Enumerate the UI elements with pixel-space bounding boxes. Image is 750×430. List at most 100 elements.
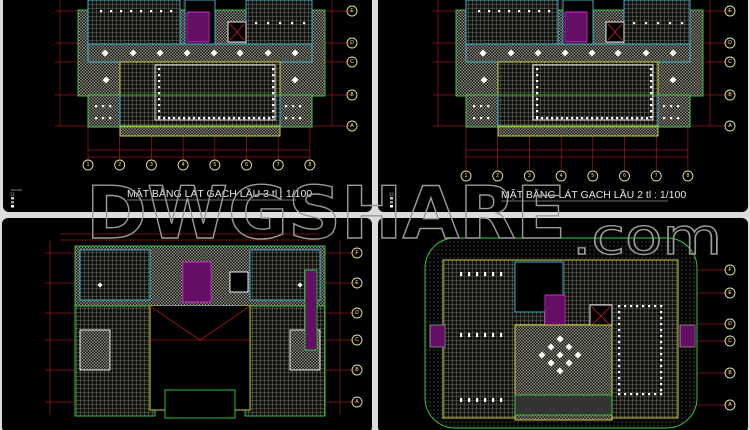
tile-motif — [285, 117, 288, 120]
tile-motif — [618, 353, 621, 356]
plan-region — [154, 64, 276, 121]
tile-motif — [203, 117, 206, 120]
tile-motif — [536, 92, 539, 95]
tile-motif — [170, 10, 173, 13]
tile-motif — [663, 117, 666, 120]
tile-motif — [492, 333, 495, 337]
tile-motif — [488, 10, 491, 13]
plan-region — [164, 389, 236, 419]
drawing-title-floor2: MẶT BẰNG LÁT GẠCH LẦU 2 tl : 1/100 — [501, 188, 686, 201]
plan-region — [465, 94, 691, 128]
tile-motif — [618, 383, 621, 386]
axis-bubble: A — [346, 120, 358, 132]
tile-motif — [648, 393, 651, 396]
tile-motif — [556, 117, 559, 120]
tile-motif — [556, 351, 564, 359]
tile-motif — [130, 10, 133, 13]
tile-motif — [681, 22, 684, 25]
tile-motif — [110, 10, 113, 13]
tile-motif — [547, 359, 555, 367]
tile-motif — [272, 116, 275, 119]
tile-motif — [248, 117, 251, 120]
tile-motif — [258, 117, 261, 120]
tile-motif — [468, 398, 471, 402]
svg-text:E: E — [728, 290, 732, 296]
tile-motif — [263, 117, 266, 120]
tile-motif — [534, 49, 542, 57]
tile-motif — [183, 117, 186, 120]
axis-bubble: 2 — [492, 170, 504, 182]
tile-motif — [642, 305, 645, 308]
svg-text:7: 7 — [277, 162, 280, 168]
tile-motif — [538, 351, 546, 359]
svg-text:A: A — [355, 399, 359, 405]
tile-motif — [646, 117, 649, 120]
tile-motif — [657, 22, 660, 25]
tile-motif — [473, 105, 476, 108]
tile-motif — [484, 333, 487, 337]
tile-motif — [650, 116, 653, 119]
tile-motif — [183, 49, 191, 57]
tile-motif — [611, 117, 614, 120]
tile-motif — [518, 10, 521, 13]
tile-motif — [624, 305, 627, 308]
tile-motif — [500, 398, 503, 402]
tile-motif — [616, 117, 619, 120]
legend-tr: GHI CHÚ: — [389, 192, 394, 208]
axis-bubble: 1 — [82, 159, 94, 171]
tile-motif — [536, 74, 539, 77]
tile-motif — [500, 272, 503, 276]
tile-motif — [660, 329, 663, 332]
svg-text:4: 4 — [560, 173, 563, 179]
tile-motif — [188, 117, 191, 120]
axis-bubble: 7 — [272, 159, 284, 171]
tile-motif — [272, 98, 275, 101]
tile-motif — [243, 117, 246, 120]
tile-motif — [618, 311, 621, 314]
tile-motif — [158, 68, 161, 71]
axis-bubble: A — [724, 399, 736, 411]
axis-bubble: 6 — [619, 170, 630, 182]
tile-motif — [618, 365, 621, 368]
svg-text:A: A — [350, 123, 354, 129]
svg-text:F: F — [355, 250, 358, 256]
tile-motif — [536, 110, 539, 113]
svg-text:B: B — [728, 370, 732, 376]
tile-motif — [178, 117, 181, 120]
svg-text:DWGSHARE: DWGSHARE — [86, 171, 566, 255]
tile-motif — [507, 49, 515, 57]
tile-motif — [95, 117, 98, 120]
tile-motif — [233, 117, 236, 120]
plan-region — [657, 94, 691, 128]
svg-text:C: C — [355, 337, 359, 343]
plan-region — [465, 94, 499, 128]
axis-bubble: E — [346, 5, 358, 17]
tile-motif — [158, 104, 161, 107]
axis-bubble: C — [724, 56, 736, 68]
tile-motif — [606, 117, 609, 120]
tile-motif — [618, 335, 621, 338]
tile-motif — [536, 80, 539, 83]
plan-region — [532, 64, 654, 121]
tile-motif — [660, 305, 663, 308]
tile-motif — [546, 117, 549, 120]
axis-bubble: A — [724, 120, 736, 132]
tile-motif — [624, 393, 627, 396]
plan-region — [497, 125, 659, 137]
tile-motif — [574, 351, 582, 359]
svg-text:2: 2 — [496, 173, 499, 179]
tile-motif — [158, 86, 161, 89]
tile-motif — [492, 398, 495, 402]
tile-motif — [492, 272, 495, 276]
axis-bubble: B — [351, 364, 363, 376]
plan-region — [87, 0, 181, 45]
plan-region — [514, 394, 613, 416]
tile-motif — [626, 117, 629, 120]
axis-bubble: 3 — [145, 159, 157, 171]
svg-text:8: 8 — [309, 162, 312, 168]
watermark: DWGSHARE .com — [85, 170, 722, 266]
tile-motif — [487, 117, 490, 120]
axis-bubble: 4 — [555, 170, 567, 182]
stair — [182, 261, 212, 303]
svg-text:2: 2 — [118, 162, 121, 168]
